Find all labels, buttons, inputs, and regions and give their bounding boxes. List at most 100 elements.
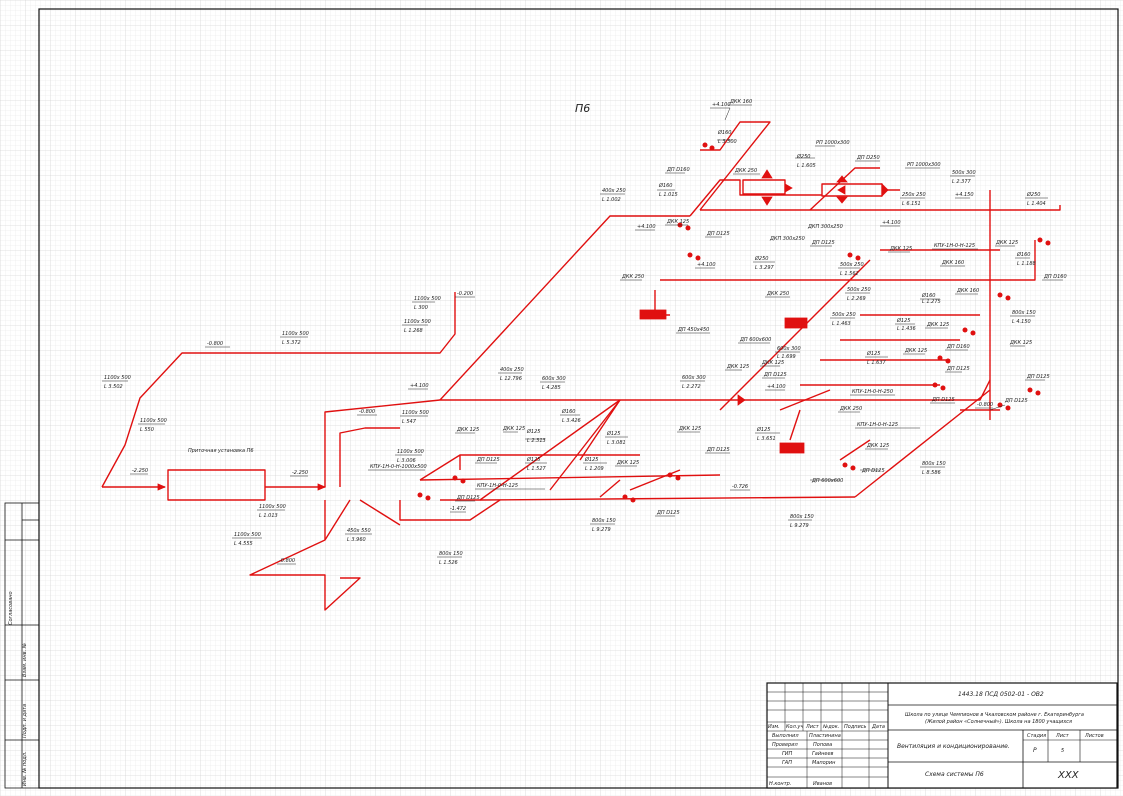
tb-hdr-ndok: №док.	[822, 724, 839, 730]
lbl-l2377: L 2.377	[952, 179, 972, 185]
elev-left-4100: +4.100	[697, 262, 716, 268]
lbl-dp-d125-f: ДП D125	[1026, 374, 1050, 380]
lbl-dkk125-k: ДКК 125	[616, 460, 639, 466]
lbl-l8586: L 8.586	[922, 470, 941, 476]
elev-minus-0800-a: -0.800	[207, 341, 223, 347]
lbl-s450x550: 450х 550	[347, 528, 371, 534]
lbl-dp-d125-g: ДП D125	[476, 457, 500, 463]
lbl-s1100x500-g: 1100х 500	[397, 449, 424, 455]
lbl-s1100x500-f: 1100х 500	[402, 410, 429, 416]
lbl-l1015: L 1.015	[659, 192, 678, 198]
lbl-l550: L 550	[140, 427, 154, 433]
lbl-d125-g: Ø125	[584, 456, 598, 463]
tb-stage-h: Стадия	[1027, 733, 1046, 739]
lbl-dp-d250: ДП D250	[856, 155, 880, 161]
lbl-l3081: L 3.081	[607, 440, 626, 446]
lbl-s800x150-a: 800х 150	[1012, 310, 1036, 316]
lbl-dkk125-b: ДКК 125	[889, 246, 912, 252]
side-soglasovano: Согласовано	[8, 591, 14, 625]
tb-sheet: 5	[1061, 748, 1064, 754]
diffusers	[417, 142, 1051, 503]
lbl-dp-d125-a: ДП D125	[706, 231, 730, 237]
tb-r1-role: Выполнил	[772, 733, 799, 739]
lbl-l1268: L 1.268	[404, 328, 423, 334]
side-stamp	[4, 502, 40, 789]
lbl-dp-d125-c: ДП D125	[946, 366, 970, 372]
lbl-l547: L 547	[402, 419, 417, 425]
tb-sheet-h: Лист	[1055, 733, 1070, 739]
lbl-dkk125-f: ДКК 125	[1009, 340, 1032, 346]
tb-r2-name: Попова	[813, 742, 832, 748]
tb-project-line2: (Жилой район «Солнечный»). Школа на 1800…	[925, 719, 1072, 725]
lbl-dkk160-c: ДКК 160	[956, 288, 979, 294]
lbl-dp-d125-k: ДП D125	[656, 510, 680, 516]
lbl-l1013: L 1.013	[259, 513, 278, 519]
lbl-dkk125-h: ДКК 125	[456, 427, 479, 433]
lbl-dkk125-a: ДКК 125	[666, 219, 689, 225]
lbl-dkk125-l: ДКК 125	[761, 360, 784, 366]
lbl-l5372: L 5.372	[282, 340, 301, 346]
sheet-frame	[38, 8, 1119, 789]
elev-minus-0800-r: -0.800	[977, 402, 993, 408]
elev-top-4100: +4.100	[712, 102, 731, 108]
lbl-s800x150-e: 800х 150	[439, 551, 463, 557]
tb-hdr-kol: Кол.уч	[786, 724, 803, 730]
lbl-dkp-300x250-b: ДКП 300х250	[807, 224, 843, 230]
tb-r3-role: ГИП	[782, 751, 793, 757]
lbl-l1275: L 1.275	[922, 299, 941, 305]
system-title: П6	[575, 102, 590, 115]
elev-minus-0800-b: -0.800	[359, 409, 375, 415]
lbl-rp-1000x300-a: РП 1000х300	[816, 140, 850, 146]
elev-r-4150: +4.150	[955, 192, 974, 198]
lbl-dkk125-k2: ДКК 125	[866, 443, 889, 449]
lbl-dp-d160-a: ДП D160	[666, 167, 690, 173]
tb-sheet-name: Схема системы П6	[925, 771, 984, 778]
lbl-l1527: L 1.527	[527, 466, 547, 472]
lbl-kpu-125-b: КПУ-1Н-0-Н-125	[857, 422, 898, 428]
elev-minus-0200: -0.200	[457, 291, 473, 297]
tb-r5-role: Н.контр.	[769, 781, 791, 787]
elev-minus-0726: -0.726	[732, 484, 748, 490]
lbl-dkk160-top: ДКК 160	[729, 99, 752, 105]
lbl-d250-a: Ø250	[796, 153, 810, 160]
lbl-s1100x500-h: 1100х 500	[259, 504, 286, 510]
lbl-d160-b: Ø160	[658, 182, 672, 189]
lbl-d125-a: Ø125	[896, 317, 910, 324]
tb-hdr-izm: Изм.	[768, 724, 780, 730]
lbl-dkk250-c: ДКК 250	[766, 291, 789, 297]
lbl-l3502: L 3.502	[104, 384, 123, 390]
elev-minus-1472: -1.472	[450, 506, 466, 512]
title-block-text: 1443.18 ПСД 0502-01 - ОВ2 Школа по улице…	[768, 691, 1104, 787]
lbl-d160-d: Ø160	[921, 292, 935, 299]
lbl-d125-b: Ø125	[866, 350, 880, 357]
lbl-l1436: L 1.436	[897, 326, 916, 332]
lbl-dp-d125-j: ДП D125	[456, 495, 480, 501]
lbl-dp-d125-l: ДП D125	[1004, 398, 1028, 404]
elev-mid-4100: +4.100	[637, 224, 656, 230]
lbl-l1605: L 1.605	[797, 163, 816, 169]
lbl-dkk125-j: ДКК 125	[678, 426, 701, 432]
lbl-dkk250-b: ДКК 250	[621, 274, 644, 280]
tb-r4-role: ГАП	[782, 760, 792, 766]
lbl-s800x150-d: 800х 150	[790, 514, 814, 520]
lbl-l1188: L 1.188	[1017, 261, 1036, 267]
lbl-l2272: L 2.272	[682, 384, 701, 390]
lbl-dkk125-d: ДКК 125	[926, 322, 949, 328]
lbl-l2313: L 2.313	[527, 438, 546, 444]
annotations: +4.100 +4.100 +4.100 +4.100 +4.150 +4.10…	[102, 99, 1067, 566]
lbl-l1002: L 1.002	[602, 197, 621, 203]
lbl-dkk125-e: ДКК 125	[904, 348, 927, 354]
lbl-kpu-250: КПУ-1Н-0-Н-250	[852, 389, 893, 395]
side-vzam-inv: Взам. инв. №	[22, 643, 28, 677]
lbl-dkk160-b: ДКК 160	[941, 260, 964, 266]
lbl-l1637: L 1.637	[867, 360, 887, 366]
lbl-l2269: L 2.269	[847, 296, 866, 302]
lbl-s400x250: 400х 250	[602, 188, 626, 194]
lbl-l3300: L 3.300	[718, 139, 737, 145]
lbl-dp-600x600-a: ДП 600х600	[739, 337, 771, 343]
lbl-d125-e: Ø125	[606, 430, 620, 437]
lbl-s500x300: 500х 300	[952, 170, 976, 176]
elev-minus-0800-c: -0.800	[279, 558, 295, 564]
lbl-dp-d125-b: ДП D125	[811, 240, 835, 246]
lbl-l1526: L 1.526	[439, 560, 458, 566]
